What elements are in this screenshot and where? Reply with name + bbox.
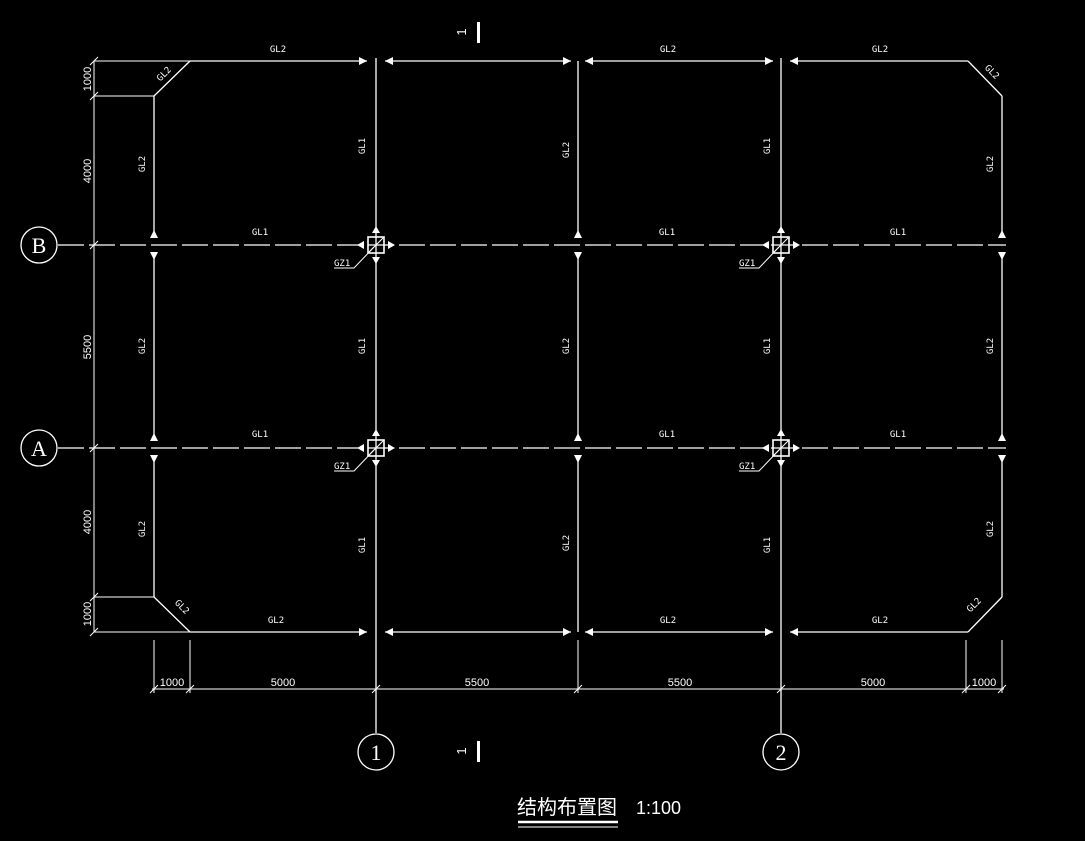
dim-bottom-2: 5000 <box>271 677 295 689</box>
bottom-edge-beams <box>153 596 1003 633</box>
label-gl1-a-2: GL1 <box>659 430 675 440</box>
label-gl2-mid-3: GL2 <box>562 535 572 551</box>
label-gl1-col1-2: GL1 <box>358 338 368 354</box>
label-gl2-corner-bl: GL2 <box>172 598 191 617</box>
column-gz1-b2 <box>762 226 800 264</box>
label-gl2-right-3: GL2 <box>986 521 996 537</box>
dim-bottom-1: 1000 <box>160 677 184 689</box>
label-gl1-col1-1: GL1 <box>358 138 368 154</box>
label-gl1-b-2: GL1 <box>659 228 675 238</box>
label-gl2-left-1: GL2 <box>138 156 148 172</box>
label-gl2-left-2: GL2 <box>138 338 148 354</box>
label-gz1-a2: GZ1 <box>739 462 755 472</box>
label-gl1-a-3: GL1 <box>890 430 906 440</box>
axis-bubble-1: 1 <box>357 733 395 771</box>
section-label-bottom: 1 <box>454 747 469 754</box>
drawing-scale: 1:100 <box>636 798 681 818</box>
gz1-leaders <box>334 246 780 472</box>
label-gl2-bottom-4: GL2 <box>872 616 888 626</box>
dim-bottom-3: 5500 <box>465 677 489 689</box>
drawing-title: 结构布置图 <box>517 795 617 819</box>
section-label-top: 1 <box>454 28 469 35</box>
drawing-title-block: 结构布置图 1:100 <box>517 795 681 828</box>
axis-label-b: B <box>32 233 47 258</box>
axis-bubble-b: B <box>20 226 58 264</box>
section-mark-bottom: 1 <box>454 741 480 762</box>
beam-end-arrows <box>150 57 1006 636</box>
label-gl2-bottom-3: GL2 <box>660 616 676 626</box>
section-mark-top: 1 <box>454 22 480 43</box>
dim-left-2: 4000 <box>82 159 94 183</box>
label-gl2-mid-2: GL2 <box>562 338 572 354</box>
axis-bubble-a: A <box>20 429 58 467</box>
axis-label-a: A <box>31 436 47 461</box>
dim-left-1: 1000 <box>82 67 94 91</box>
dim-left-3: 5500 <box>82 335 94 359</box>
label-gz1-b2: GZ1 <box>739 259 755 269</box>
label-gl2-corner-br: GL2 <box>965 596 984 615</box>
label-gl1-b-3: GL1 <box>890 228 906 238</box>
column-gz1-a2 <box>762 429 800 467</box>
label-gl1-b-1: GL1 <box>252 228 268 238</box>
top-edge-beams <box>153 60 1003 97</box>
label-gz1-b1: GZ1 <box>334 259 350 269</box>
dim-bottom-6: 1000 <box>972 677 996 689</box>
label-gl2-top-3: GL2 <box>660 45 676 55</box>
label-gl2-top-1: GL2 <box>270 45 286 55</box>
side-beams <box>153 96 1003 597</box>
label-gz1-a1: GZ1 <box>334 462 350 472</box>
label-gl1-col2-3: GL1 <box>763 537 773 553</box>
label-gl2-right-1: GL2 <box>986 156 996 172</box>
label-gl1-col2-1: GL1 <box>763 138 773 154</box>
axis-label-1: 1 <box>371 740 382 765</box>
left-dimension-chain: 1000 4000 5500 4000 1000 <box>82 56 190 637</box>
bottom-dimension-chain: 1000 5000 5500 5500 5000 1000 <box>149 640 1007 694</box>
label-gl1-col2-2: GL1 <box>763 338 773 354</box>
label-gl2-right-2: GL2 <box>986 338 996 354</box>
dim-left-4: 4000 <box>82 510 94 534</box>
label-gl2-mid-1: GL2 <box>562 142 572 158</box>
label-gl1-col1-3: GL1 <box>358 537 368 553</box>
label-gl2-bottom-1: GL2 <box>268 616 284 626</box>
axis-lines <box>58 58 1006 733</box>
label-gl2-top-4: GL2 <box>872 45 888 55</box>
dim-bottom-4: 5500 <box>668 677 692 689</box>
beam-labels: GL2 GL2 GL2 GL2 GL2 GL2 GL1 GL1 GL1 GL1 … <box>138 45 1001 626</box>
dim-left-5: 1000 <box>82 602 94 626</box>
label-gl1-a-1: GL1 <box>252 430 268 440</box>
dim-bottom-5: 5000 <box>861 677 885 689</box>
axis-label-2: 2 <box>776 740 787 765</box>
axis-bubble-2: 2 <box>762 733 800 771</box>
label-gl2-left-3: GL2 <box>138 521 148 537</box>
label-gl2-corner-tl: GL2 <box>155 65 174 84</box>
